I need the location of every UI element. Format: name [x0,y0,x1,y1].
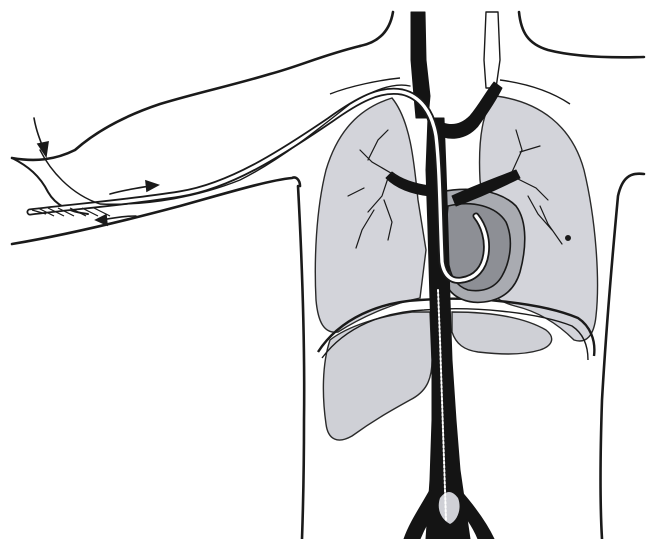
stomach [452,312,552,354]
bronchus-left-dot [566,236,571,241]
neck-left-line [360,12,393,46]
arm-upper-line [12,46,360,160]
arrow-right-icon [146,181,158,191]
neck-right-line [519,12,644,57]
heart [438,189,524,302]
right-jugular [484,12,500,88]
arrow-left-icon [96,215,107,225]
catheter [30,85,487,520]
torso-left-line [298,186,304,539]
torso-right-line [601,174,645,539]
arrow-down-icon [38,142,48,156]
arrow-right-shaft [110,186,150,194]
